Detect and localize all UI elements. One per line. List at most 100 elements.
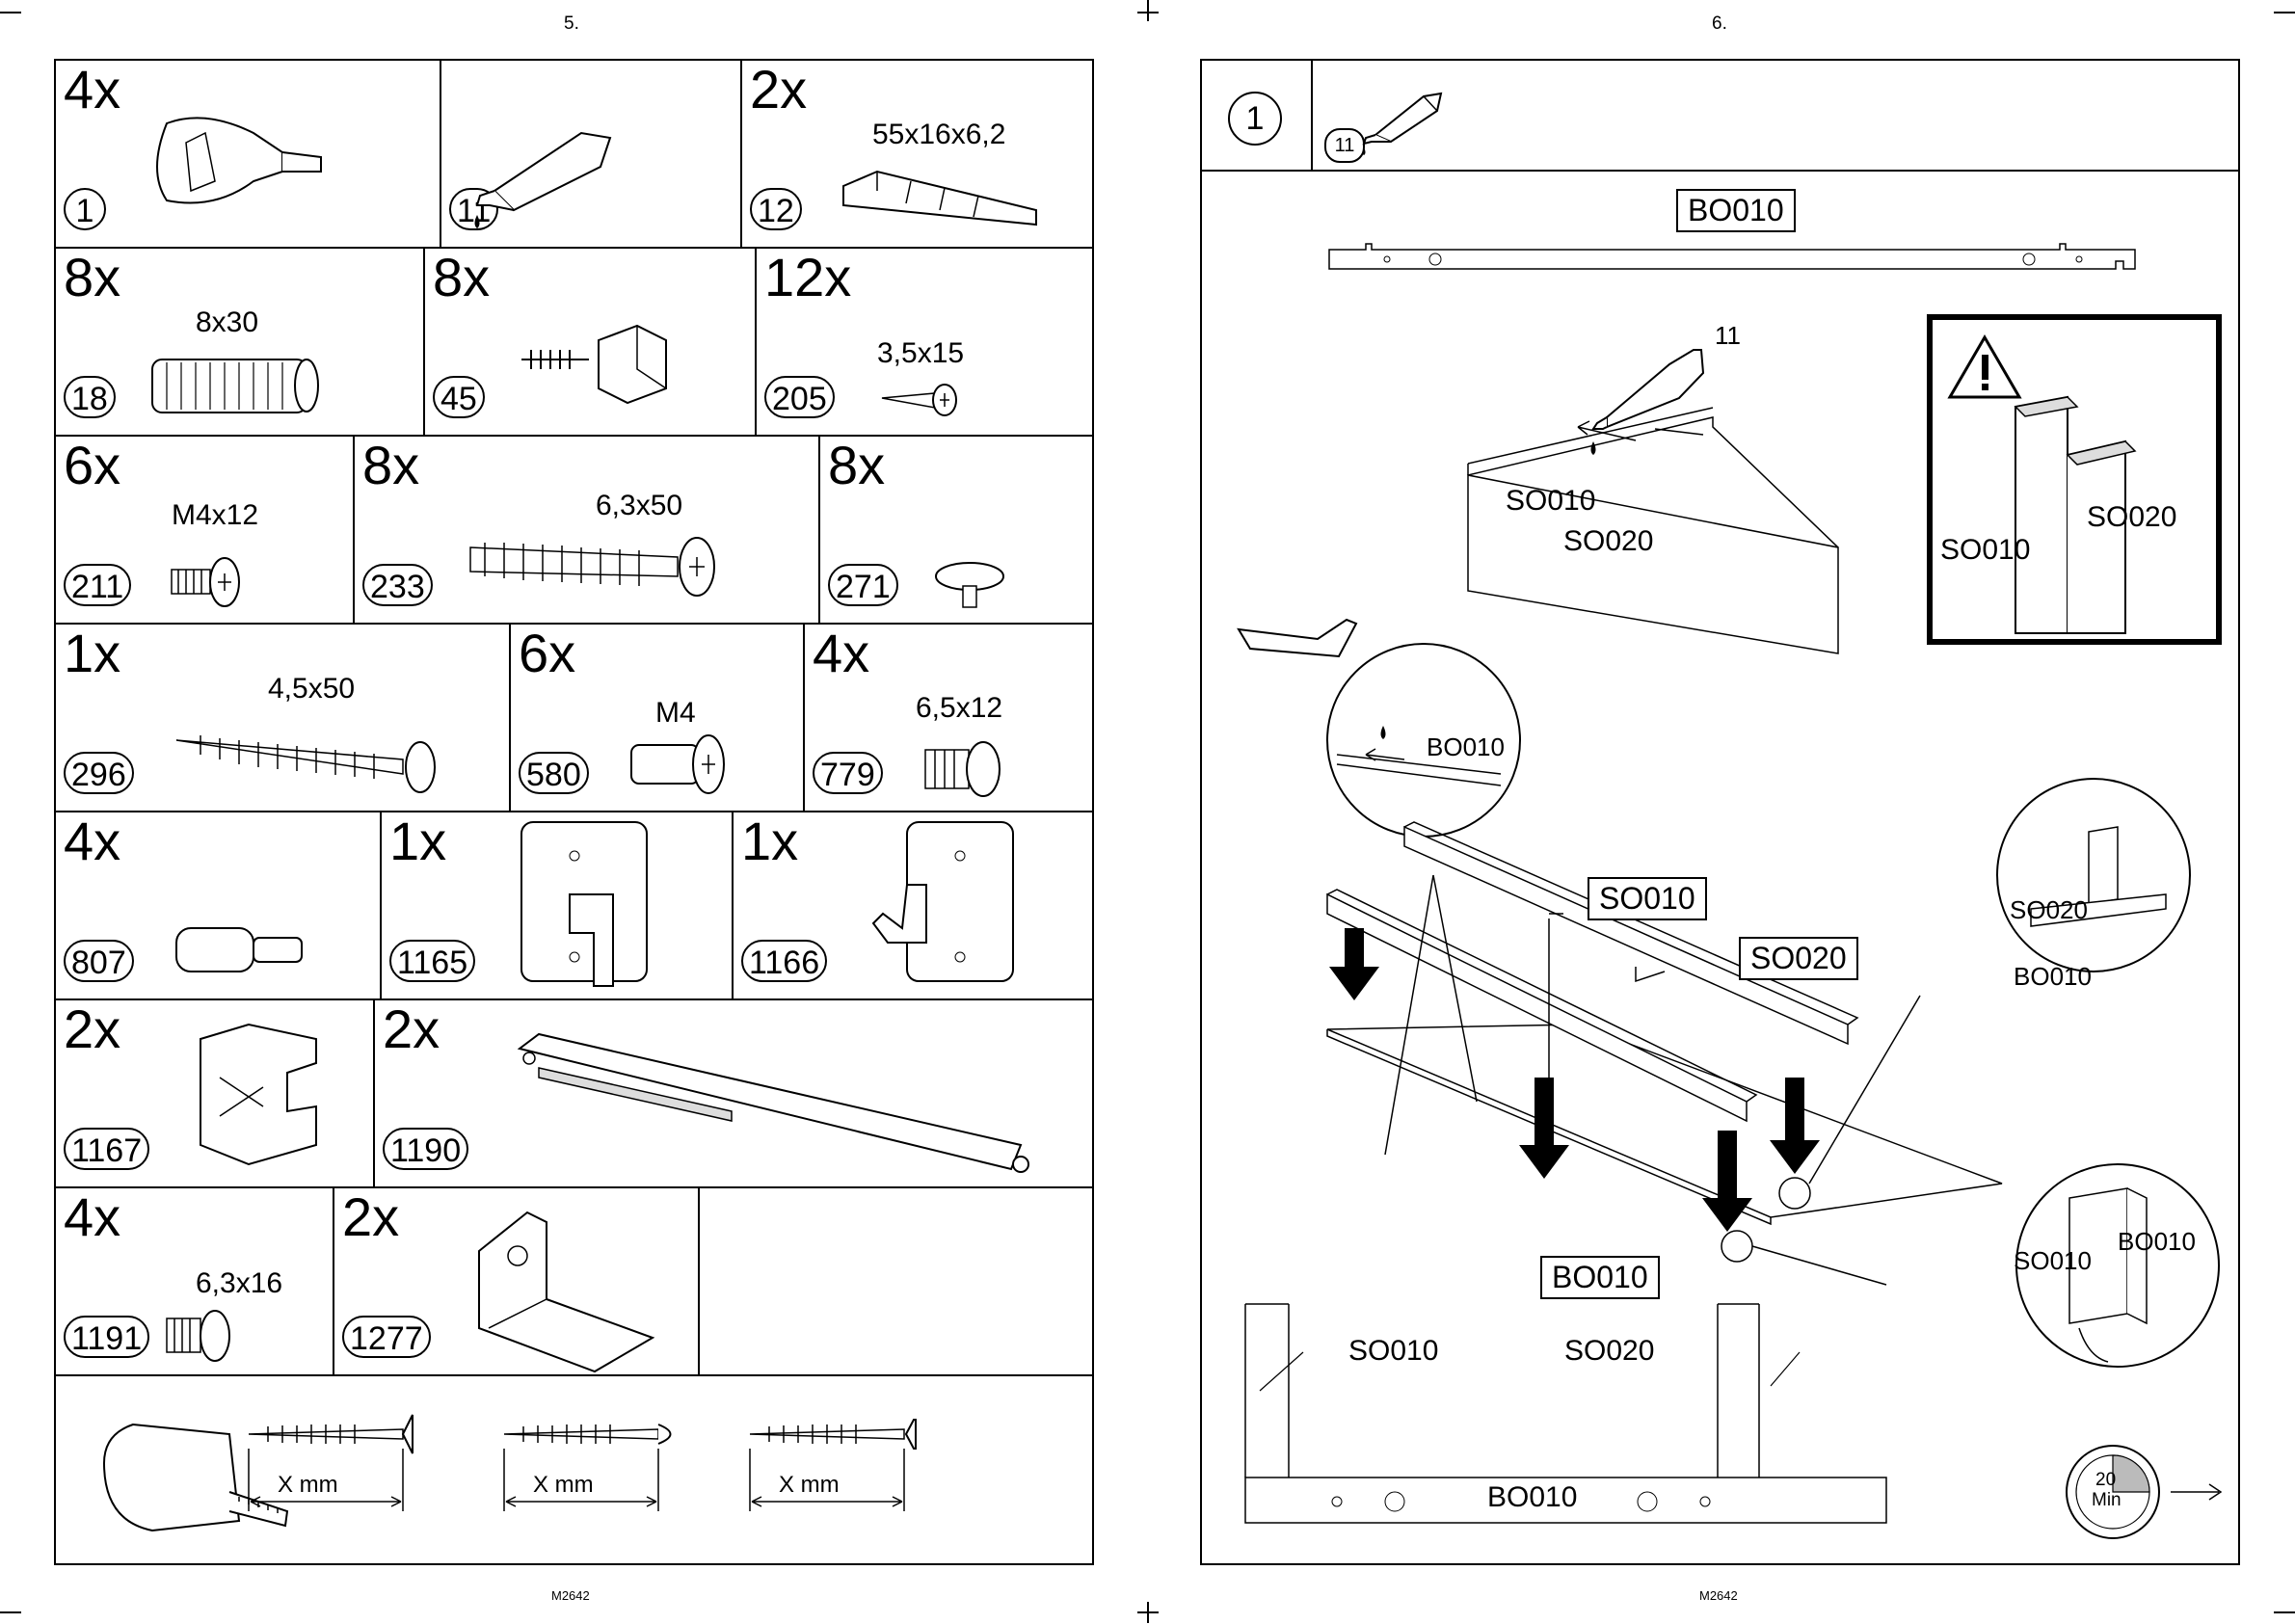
assembly-illustration <box>1326 821 2003 1286</box>
part-dimension: 6,3x16 <box>196 1267 283 1299</box>
section-view <box>1244 1303 1887 1524</box>
warning-box: SO010 SO020 <box>1927 314 2222 645</box>
screw-measure-icon <box>248 1414 414 1511</box>
machine-screw-icon <box>171 557 240 607</box>
part-label-so020-box: SO020 <box>1739 937 1858 980</box>
crop-mark <box>1147 0 1149 21</box>
cover-cap-icon <box>935 562 1004 608</box>
part-quantity: 8x <box>828 435 886 495</box>
part-quantity: 2x <box>342 1186 400 1247</box>
detail-label-bo010-3: BO010 <box>2118 1227 2196 1256</box>
part-number: 1 <box>64 188 106 230</box>
part-number: 1166 <box>741 940 828 982</box>
part-quantity: 4x <box>813 623 870 683</box>
parts-row: 1x 296 4,5x50 6x 580 M4 4x 779 6,5x12 <box>56 625 1092 812</box>
crop-mark <box>1137 1611 1159 1613</box>
dowel-icon <box>151 359 319 413</box>
document-code-right: M2642 <box>1699 1588 1738 1603</box>
part-quantity: 8x <box>362 435 420 495</box>
part-quantity: 2x <box>64 998 121 1059</box>
part-cell: 2x 1277 <box>334 1188 700 1374</box>
warning-label-so020: SO020 <box>2087 501 2177 533</box>
measure-label: X mm <box>533 1472 594 1498</box>
part-number: 205 <box>764 376 835 418</box>
guide-block-icon <box>200 1023 317 1166</box>
measure-label: X mm <box>278 1472 338 1498</box>
glue-application-illustration <box>1467 349 1839 654</box>
document-code-left: M2642 <box>551 1588 590 1603</box>
connector-nut-icon <box>630 734 725 794</box>
glue-tube-icon <box>1362 92 1443 155</box>
detail-label-so020: SO020 <box>2010 895 2088 924</box>
part-dimension: M4x12 <box>172 499 259 531</box>
small-screw-icon <box>881 384 957 416</box>
glue-reference: 11 <box>1324 128 1365 163</box>
part-number: 779 <box>813 752 883 794</box>
part-quantity: 12x <box>764 247 852 307</box>
angle-bracket-icon <box>478 1211 655 1373</box>
detail-circle-glue <box>1237 618 1521 838</box>
page-number-right: 6. <box>1712 13 1727 34</box>
part-dimension: 4,5x50 <box>268 673 356 705</box>
part-quantity: 6x <box>519 623 576 683</box>
part-quantity: 2x <box>383 998 440 1059</box>
part-number: 1190 <box>383 1128 469 1170</box>
part-number: 1277 <box>342 1316 431 1358</box>
measure-label: X mm <box>779 1472 840 1498</box>
part-label-bo010-top: BO010 <box>1676 189 1796 232</box>
screw-measure-icon <box>749 1419 917 1511</box>
shelf-pin-icon <box>175 927 303 972</box>
timer-value: 20 <box>2095 1470 2117 1490</box>
panel-joint-detail <box>2014 395 2137 634</box>
assembly-step-panel: 1 11 BO010 11 SO010 SO020 <box>1200 59 2240 1565</box>
part-number: 18 <box>64 376 116 418</box>
warning-triangle-icon <box>1947 334 2022 399</box>
part-number: 580 <box>519 752 589 794</box>
part-quantity: 1x <box>64 623 121 683</box>
glue-tube-icon <box>474 131 612 228</box>
part-label-so010-box: SO010 <box>1588 877 1707 920</box>
part-number: 296 <box>64 752 134 794</box>
detail-circle-so010 <box>2015 1163 2220 1368</box>
part-cell: 11 <box>441 61 742 247</box>
part-number: 45 <box>433 376 485 418</box>
crop-mark <box>0 1611 21 1613</box>
part-quantity: 6x <box>64 435 121 495</box>
part-cell: 4x 779 6,5x12 <box>805 625 1092 811</box>
part-number: 807 <box>64 940 134 982</box>
page-number-left: 5. <box>564 13 579 34</box>
bottom-board-profile <box>1328 243 2136 270</box>
cam-fitting-icon <box>156 117 322 204</box>
part-dimension: 55x16x6,2 <box>872 119 1006 150</box>
detail-label-bo010: BO010 <box>1427 732 1505 761</box>
confirmat-screw-icon <box>469 537 715 597</box>
corner-bracket-screw-icon <box>521 324 667 405</box>
screw-measure-icon <box>503 1424 672 1511</box>
part-dimension: 6,5x12 <box>916 692 1003 724</box>
part-number: 271 <box>828 564 898 606</box>
part-number: 12 <box>750 188 802 230</box>
part-dimension: M4 <box>655 697 696 729</box>
section-label-so010: SO010 <box>1348 1335 1439 1367</box>
warning-label-so010: SO010 <box>1940 534 2031 566</box>
section-label-so020: SO020 <box>1564 1335 1655 1367</box>
detail-label-so010-3: SO010 <box>2014 1246 2092 1275</box>
wood-screw-icon <box>175 735 436 793</box>
glue-reference-11: 11 <box>1715 321 1741 350</box>
